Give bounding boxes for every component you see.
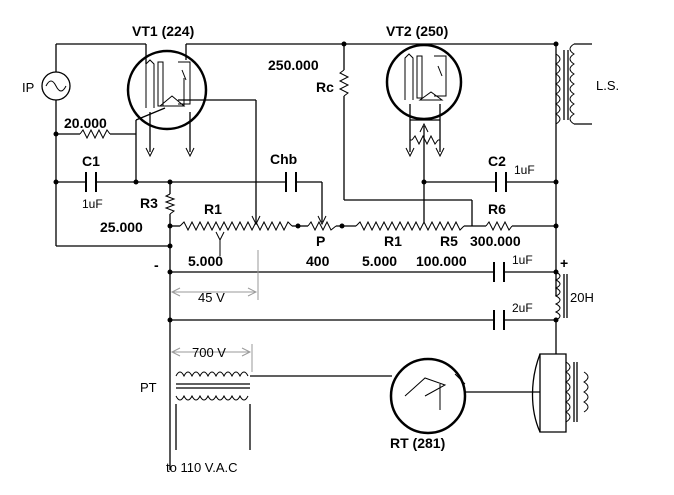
rc-value: 250.000 — [268, 57, 319, 73]
plus-sign: + — [560, 255, 568, 271]
r3-value: 25.000 — [100, 219, 143, 235]
grid-resistor-20000 — [79, 128, 111, 140]
ls-label: L.S. — [596, 78, 619, 93]
power-transformer — [175, 371, 250, 401]
r6-label: R6 — [488, 201, 506, 217]
wiring — [55, 43, 592, 470]
rc-label: Rc — [316, 79, 334, 95]
grid-resistor-value: 20.000 — [64, 115, 107, 131]
p-value: 400 — [306, 253, 330, 269]
r1-left-resistor — [179, 220, 293, 232]
voltage-brackets — [170, 250, 259, 372]
junction-dots — [53, 41, 559, 323]
r3-resistor — [164, 193, 176, 215]
p-resistor — [307, 220, 337, 232]
r1-right-value: 5.000 — [362, 253, 397, 269]
mains-label: to 110 V.A.C — [166, 460, 238, 475]
voltage-700v: 700 V — [192, 345, 226, 360]
speaker-transformer — [555, 43, 575, 125]
vt2-cathode-resistor — [411, 134, 439, 146]
labels: VT1 (224) VT2 (250) IP L.S. 20.000 C1 1u… — [22, 23, 619, 475]
r1-right-label: R1 — [384, 233, 402, 249]
r1-left-value: 5.000 — [188, 253, 223, 269]
c2-value: 1uF — [514, 163, 535, 177]
r1-r5-resistor — [355, 220, 465, 232]
rc-resistor — [338, 69, 350, 97]
capacitors — [85, 172, 507, 330]
vt2-tube — [385, 43, 463, 121]
c1-value: 1uF — [82, 197, 103, 211]
ip-signal-source — [41, 71, 71, 101]
resistors — [79, 69, 513, 256]
c2-label: C2 — [488, 153, 506, 169]
pt-label: PT — [140, 380, 157, 395]
cap-mid-value: 1uF — [512, 253, 533, 267]
minus-sign: - — [154, 257, 159, 273]
r6-value: 300.000 — [470, 233, 521, 249]
r3-label: R3 — [140, 195, 158, 211]
p-label: P — [316, 233, 325, 249]
vt1-label: VT1 (224) — [132, 23, 194, 39]
c1-label: C1 — [82, 153, 100, 169]
r1-left-label: R1 — [204, 201, 222, 217]
choke-20h — [554, 271, 568, 321]
rt-tube — [389, 357, 467, 435]
rt-label: RT (281) — [390, 435, 445, 451]
r5-label: R5 — [440, 233, 458, 249]
rt-filament-transformer — [565, 361, 589, 423]
voltage-45v: 45 V — [198, 290, 225, 305]
vt1-tube — [126, 49, 208, 131]
vt2-label: VT2 (250) — [386, 23, 448, 39]
cap-low-value: 2uF — [512, 301, 533, 315]
ip-label: IP — [22, 80, 34, 95]
choke-value: 20H — [570, 290, 594, 305]
chb-label: Chb — [270, 151, 297, 167]
r5-value: 100.000 — [416, 253, 467, 269]
r6-resistor — [485, 220, 513, 232]
